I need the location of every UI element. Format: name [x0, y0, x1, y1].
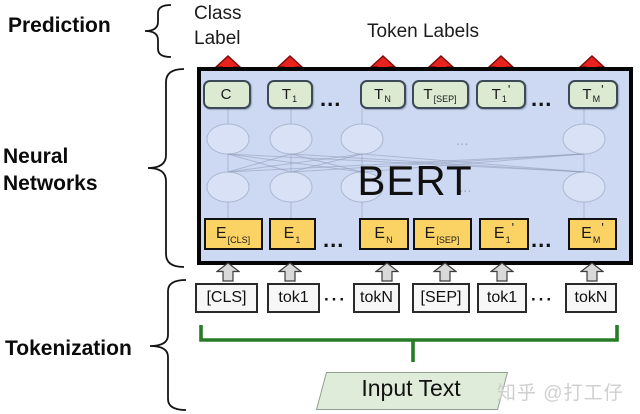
box-label: T	[582, 86, 592, 103]
box-label: T	[281, 86, 292, 103]
box-label: C	[220, 86, 232, 103]
ellipsis: ···	[324, 290, 347, 309]
gray-arrow-icon	[580, 262, 604, 282]
embedding-box-ecls: E[CLS]	[204, 218, 263, 250]
faint-ellipsis: ...	[456, 132, 469, 149]
input-text-label: Input Text	[361, 375, 461, 401]
label-neural-networks: Neural Networks	[3, 143, 98, 197]
box-label-sub: 1	[505, 235, 511, 245]
box-label-sub: N	[386, 235, 393, 245]
brace-neural-networks	[147, 68, 185, 268]
box-label-prime: '	[601, 220, 604, 235]
label-class: Class	[194, 3, 242, 24]
embedding-box-esep: E[SEP]	[413, 218, 472, 250]
box-label-sub: 1	[292, 94, 298, 104]
label-token-labels: Token Labels	[367, 21, 479, 42]
token-box-tokn: tokN	[353, 283, 400, 313]
label-class-label: Class Label	[194, 1, 242, 51]
gray-arrow-icon	[278, 262, 302, 282]
box-label-sub: N	[384, 94, 391, 104]
box-label: T	[491, 86, 501, 103]
neural-network-pattern: ... ...	[206, 109, 606, 218]
tokens-bracket	[199, 325, 619, 362]
box-label: E	[215, 225, 227, 242]
output-box-tsep: T[SEP]	[412, 80, 469, 109]
gray-arrow-icon	[216, 262, 240, 282]
box-label-prime: '	[511, 220, 515, 235]
box-label-prime: '	[507, 82, 511, 97]
brace-prediction	[144, 4, 172, 58]
label-neural: Neural	[3, 145, 69, 168]
watermark: 知乎 @打工仔	[497, 383, 624, 404]
token-box-tokn-b: tokN	[565, 283, 617, 313]
box-label: T	[423, 86, 433, 103]
box-label: E	[581, 225, 592, 242]
label-networks: Networks	[3, 172, 98, 195]
ellipsis: ...	[320, 86, 342, 111]
token-box-cls: [CLS]	[195, 283, 258, 313]
box-label-sub: [CLS]	[227, 235, 251, 245]
token-box-tok1: tok1	[267, 283, 320, 313]
box-label: E	[283, 225, 295, 242]
gray-arrow-icon	[433, 262, 457, 282]
ellipsis: ...	[531, 86, 553, 111]
box-label: E	[424, 225, 436, 242]
box-label: E	[374, 225, 386, 242]
label-tokenization: Tokenization	[5, 337, 132, 360]
box-label-sub: M	[592, 235, 601, 245]
gray-arrow-icon	[375, 262, 399, 282]
box-label: E	[493, 225, 505, 242]
faint-ellipsis: ...	[459, 179, 472, 196]
box-label-sub: 1	[501, 94, 507, 104]
brace-tokenization	[149, 279, 187, 411]
output-box-c: C	[203, 80, 251, 109]
gray-arrow-icon	[490, 262, 514, 282]
box-label-sub: M	[592, 94, 601, 104]
token-box-sep: [SEP]	[412, 283, 470, 313]
box-label-sub: [SEP]	[433, 94, 457, 104]
label-prediction: Prediction	[8, 14, 111, 37]
ellipsis: ···	[531, 290, 554, 309]
box-label-sub: 1	[295, 235, 301, 245]
box-label-prime: '	[601, 82, 604, 97]
label-label: Label	[194, 28, 241, 49]
box-label-sub: [SEP]	[436, 235, 460, 245]
ellipsis: ...	[531, 227, 553, 252]
box-label: T	[374, 86, 384, 103]
ellipsis: ...	[323, 227, 345, 252]
bert-title: BERT	[357, 157, 473, 204]
token-box-tok1-b: tok1	[477, 283, 527, 313]
